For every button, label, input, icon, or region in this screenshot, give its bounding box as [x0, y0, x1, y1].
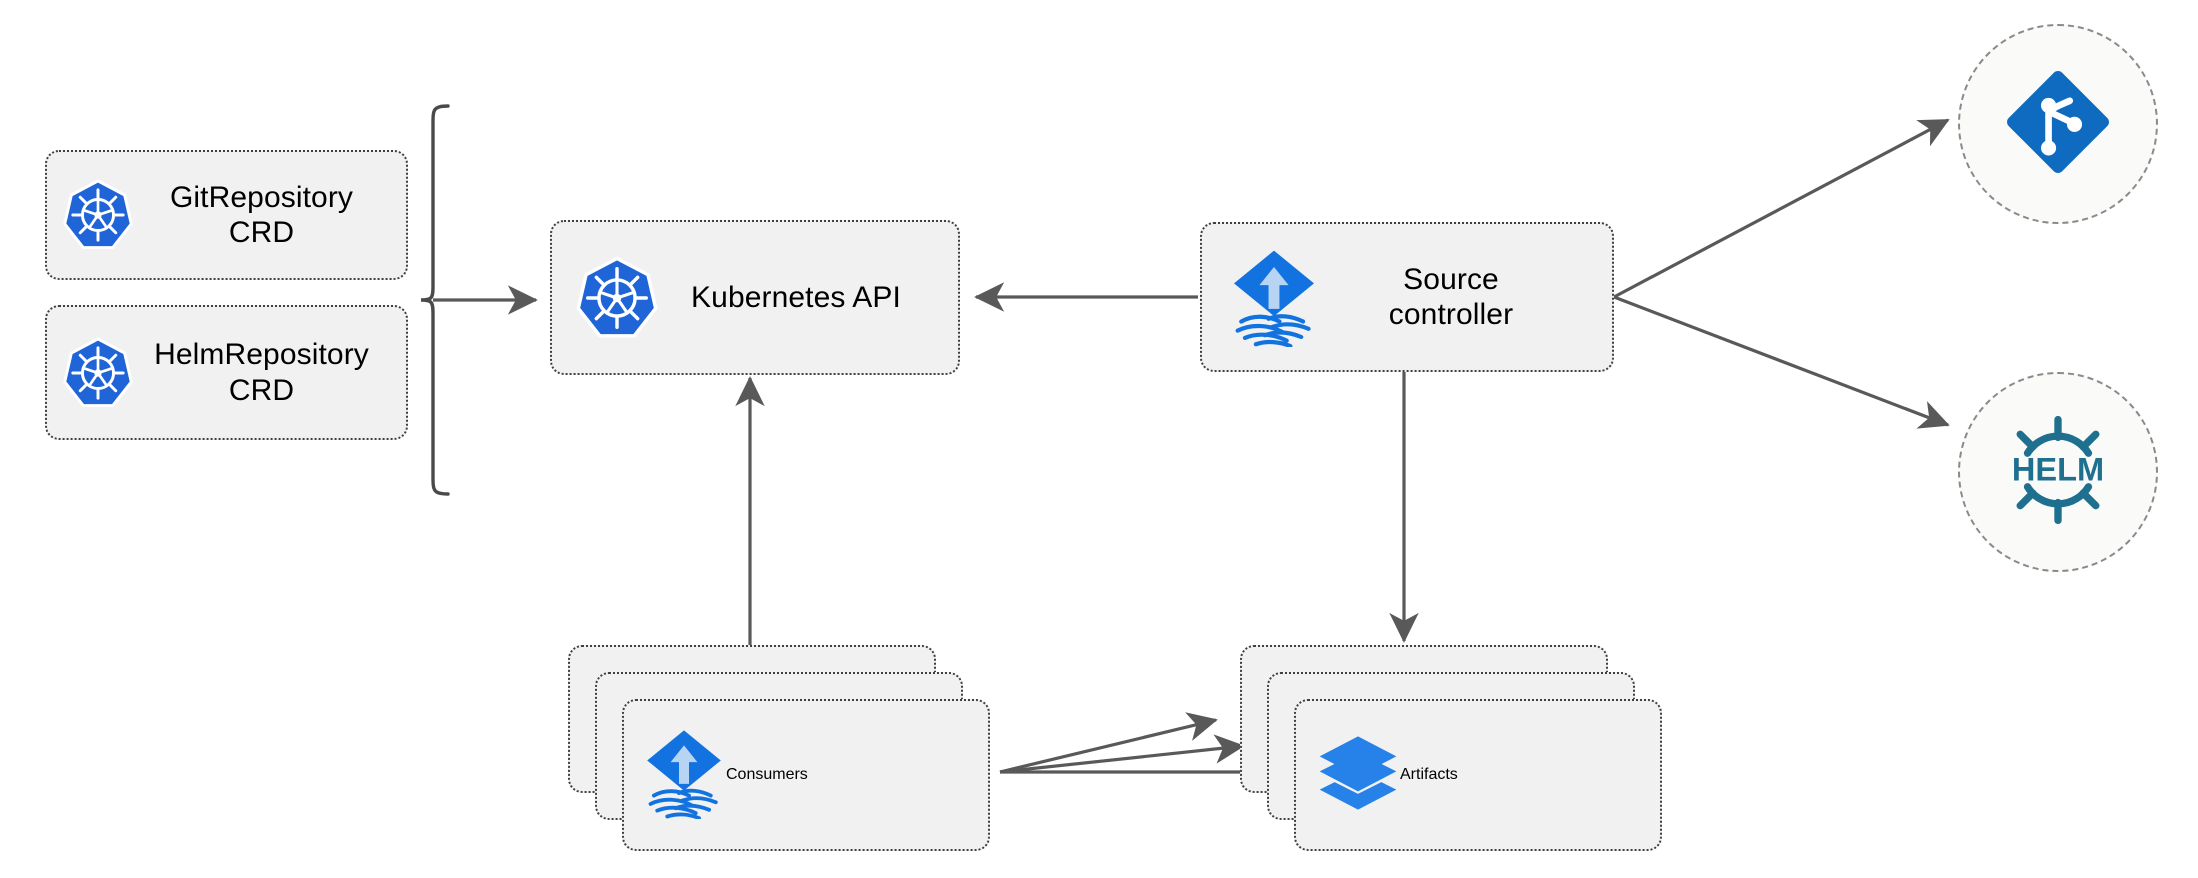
node-label: Consumers [726, 766, 808, 783]
node-kubernetes-api[interactable]: Kubernetes API [550, 220, 960, 375]
git-icon [1999, 63, 2117, 186]
layers-icon [1316, 733, 1400, 818]
node-label: HelmRepository CRD [154, 338, 369, 407]
flux-icon [642, 727, 726, 824]
kubernetes-icon [574, 255, 660, 341]
node-label: GitRepository CRD [169, 180, 354, 249]
kubernetes-icon [61, 178, 135, 252]
kubernetes-icon [61, 336, 135, 410]
edge-source-controller-to-helm [1613, 295, 1950, 429]
node-label: Source controller [1388, 262, 1514, 331]
flux-icon [1228, 247, 1320, 347]
node-helm-repository-crd[interactable]: HelmRepository CRD [45, 305, 408, 440]
edge-consumers-to-artifacts-2 [999, 734, 1245, 774]
node-artifacts[interactable]: Artifacts [1240, 645, 1662, 853]
node-helm-remote[interactable]: HELM [1958, 372, 2158, 572]
node-label: Kubernetes API [691, 280, 901, 314]
node-label: Artifacts [1400, 766, 1458, 783]
edge-consumers-to-artifacts-1 [999, 712, 1218, 774]
helm-icon: HELM [1995, 407, 2121, 538]
node-consumers[interactable]: Consumers [568, 645, 990, 853]
node-source-controller[interactable]: Source controller [1200, 222, 1614, 372]
node-git-repository-crd[interactable]: GitRepository CRD [45, 150, 408, 280]
helm-wordmark: HELM [2012, 451, 2104, 487]
node-git-remote[interactable] [1958, 24, 2158, 224]
edge-source-controller-to-git [1613, 118, 1950, 299]
crd-group-brace [420, 104, 450, 496]
stack-card-front[interactable]: Artifacts [1294, 699, 1662, 851]
stack-card-front[interactable]: Consumers [622, 699, 990, 851]
